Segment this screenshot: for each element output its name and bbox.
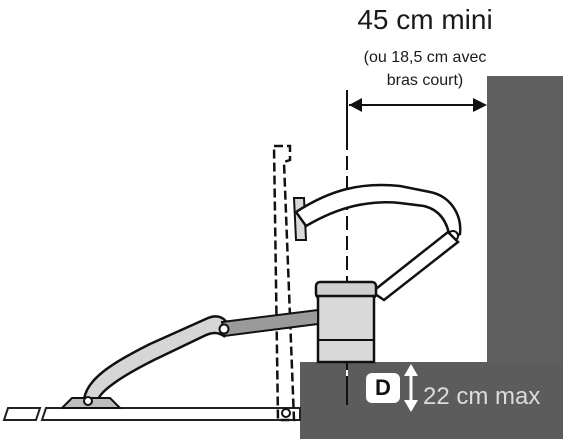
lower-arm [369, 230, 460, 302]
min-distance-label: 45 cm mini [357, 4, 493, 35]
ground-line [2, 407, 42, 421]
upper-arm [294, 183, 462, 243]
gate-leaf [272, 144, 296, 422]
d-marker-box [366, 373, 400, 403]
height-arrow-top [404, 364, 418, 376]
wall [300, 76, 563, 439]
motor-body [316, 294, 376, 364]
d-marker-label: D [375, 375, 391, 400]
ground-slab [40, 407, 301, 421]
short-arm-label-line1: (ou 18,5 cm avec [363, 49, 487, 66]
base-bolt [83, 396, 93, 406]
dimension-arrow-left [349, 98, 362, 112]
ground-arm-link [220, 308, 319, 338]
dimension-arrow-right [473, 98, 487, 112]
ground-arm [82, 315, 230, 402]
height-arrow-bottom [404, 400, 418, 412]
gate-hinge [281, 408, 291, 418]
floor-block [300, 362, 563, 439]
max-height-label: 22 cm max [423, 383, 541, 410]
ground-arm-joint [218, 323, 230, 335]
short-arm-label-line2: bras court) [386, 72, 464, 89]
